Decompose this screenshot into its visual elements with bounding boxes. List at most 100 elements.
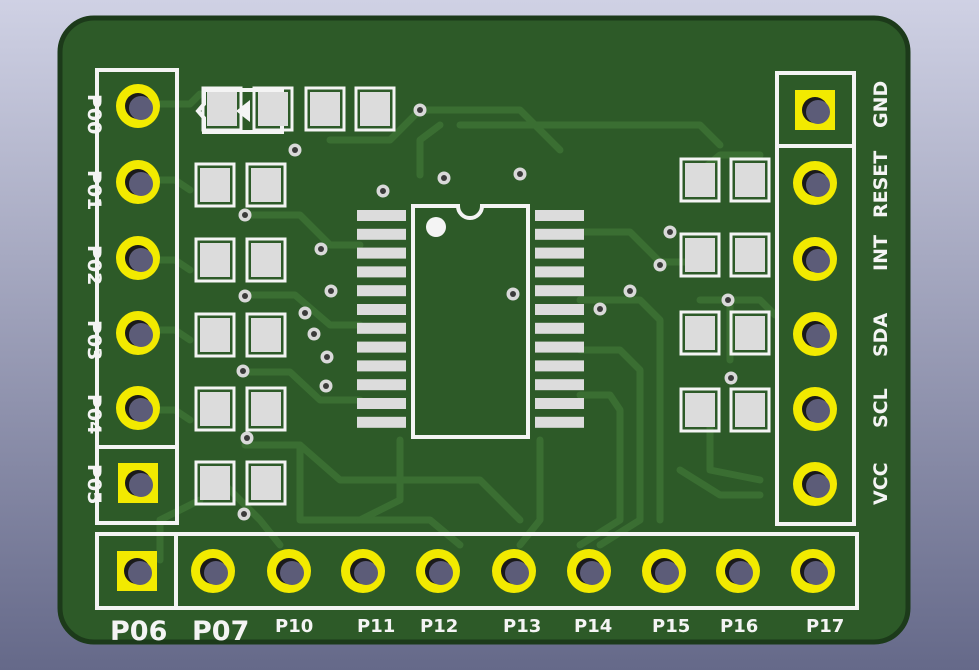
pin-label-p00: P00: [83, 94, 105, 134]
via-drill: [380, 188, 386, 194]
header-pin-p13: [492, 549, 536, 593]
ic-pad-left: [357, 285, 406, 297]
smd-component-1: [201, 86, 294, 132]
header-pin-p05: [118, 463, 158, 503]
drill-hole-shade: [128, 561, 152, 585]
pad-silkscreen-outline: [245, 162, 287, 208]
pad-silkscreen-outline: [245, 386, 287, 432]
pad-silkscreen-outline: [729, 310, 771, 356]
ic-pad-left: [357, 341, 406, 353]
smd-pad: [207, 92, 237, 126]
pin-label-reset: RESET: [870, 151, 892, 218]
smd-component-6: [194, 386, 287, 432]
smd-pads: [194, 86, 771, 506]
header-pin-p01: [116, 160, 160, 204]
pad-silkscreen-outline: [245, 237, 287, 283]
ic-pad-left: [357, 247, 406, 259]
smd-pad: [685, 238, 715, 272]
header-pin-p11: [341, 549, 385, 593]
pin-label-p13: P13: [503, 616, 541, 637]
pad-silkscreen-outline: [201, 86, 243, 132]
header-pin-p17: [791, 549, 835, 593]
pad-silkscreen-outline: [729, 232, 771, 278]
pad-silkscreen-outline: [729, 157, 771, 203]
pad-silkscreen-outline: [679, 157, 721, 203]
pin-label-vcc: VCC: [870, 462, 892, 505]
drill-hole-shade: [129, 398, 153, 422]
via-drill: [323, 383, 329, 389]
header-pin-scl: [793, 387, 837, 431]
pad-silkscreen-outline: [194, 162, 236, 208]
pin-label-p07: P07: [192, 616, 249, 647]
pin-label-p15: P15: [652, 616, 690, 637]
smd-component-2: [304, 86, 396, 132]
header-pin-sda: [793, 312, 837, 356]
pad-silkscreen-outline: [194, 386, 236, 432]
via-drill: [725, 297, 731, 303]
pin-label-p04: P04: [83, 394, 105, 434]
via-drill: [292, 147, 298, 153]
left-header-outline: [95, 68, 179, 525]
drill-hole-shade: [129, 473, 153, 497]
ic-pad-left: [357, 322, 406, 334]
header-pin-p16: [716, 549, 760, 593]
via-drill: [311, 331, 317, 337]
smd-pad: [685, 163, 715, 197]
pin-label-p17: P17: [806, 616, 844, 637]
smd-pad: [735, 393, 765, 427]
via-drill: [328, 288, 334, 294]
smd-pad: [735, 238, 765, 272]
drill-hole-shade: [505, 561, 529, 585]
header-pin-int: [793, 237, 837, 281]
smd-pad: [735, 316, 765, 350]
pin-label-sda: SDA: [870, 313, 892, 357]
drill-hole-shade: [129, 248, 153, 272]
drill-hole-shade: [129, 172, 153, 196]
smd-pad: [200, 243, 230, 277]
drill-hole-shade: [806, 100, 830, 124]
drill-hole-shade: [804, 561, 828, 585]
smd-pad: [685, 393, 715, 427]
smd-component-5: [194, 312, 287, 358]
drill-hole-shade: [806, 173, 830, 197]
bottom-header-outline: [95, 532, 859, 610]
drill-hole-shade: [580, 561, 604, 585]
pin-label-p02: P02: [83, 245, 105, 285]
smd-pad: [251, 243, 281, 277]
drill-hole-shade: [429, 561, 453, 585]
via-drill: [244, 435, 250, 441]
smd-component-11: [679, 387, 771, 433]
drill-hole-shade: [129, 96, 153, 120]
smd-pad: [251, 168, 281, 202]
via-drill: [242, 212, 248, 218]
ic-pad-left: [357, 416, 406, 428]
drill-hole-shade: [806, 474, 830, 498]
pad-silkscreen-outline: [729, 387, 771, 433]
via-drill: [240, 368, 246, 374]
ic-pad-right: [535, 228, 584, 240]
smd-component-4: [194, 237, 287, 283]
ic-pad-right: [535, 341, 584, 353]
pad-silkscreen-outline: [679, 310, 721, 356]
drill-hole-shade: [204, 561, 228, 585]
via-drill: [657, 262, 663, 268]
drill-hole-shade: [806, 324, 830, 348]
pad-silkscreen-outline: [194, 237, 236, 283]
pin-label-gnd: GND: [870, 81, 892, 128]
header-pin-p00: [116, 84, 160, 128]
header-pin-p02: [116, 236, 160, 280]
header-pin-vcc: [793, 462, 837, 506]
header-pin-p06: [117, 551, 157, 591]
pin-label-p14: P14: [574, 616, 612, 637]
pad-silkscreen-outline: [194, 312, 236, 358]
ic-pad-left: [357, 228, 406, 240]
left-header-labels: P00 P01 P02 P03 P04 P05: [83, 94, 105, 504]
via-drill: [510, 291, 516, 297]
ic-pad-left: [357, 304, 406, 315]
smd-pad: [258, 92, 288, 126]
ic-pad-left: [357, 379, 406, 391]
ic-pad-right: [535, 360, 584, 372]
via-drill: [302, 310, 308, 316]
pad-silkscreen-outline: [304, 86, 346, 132]
